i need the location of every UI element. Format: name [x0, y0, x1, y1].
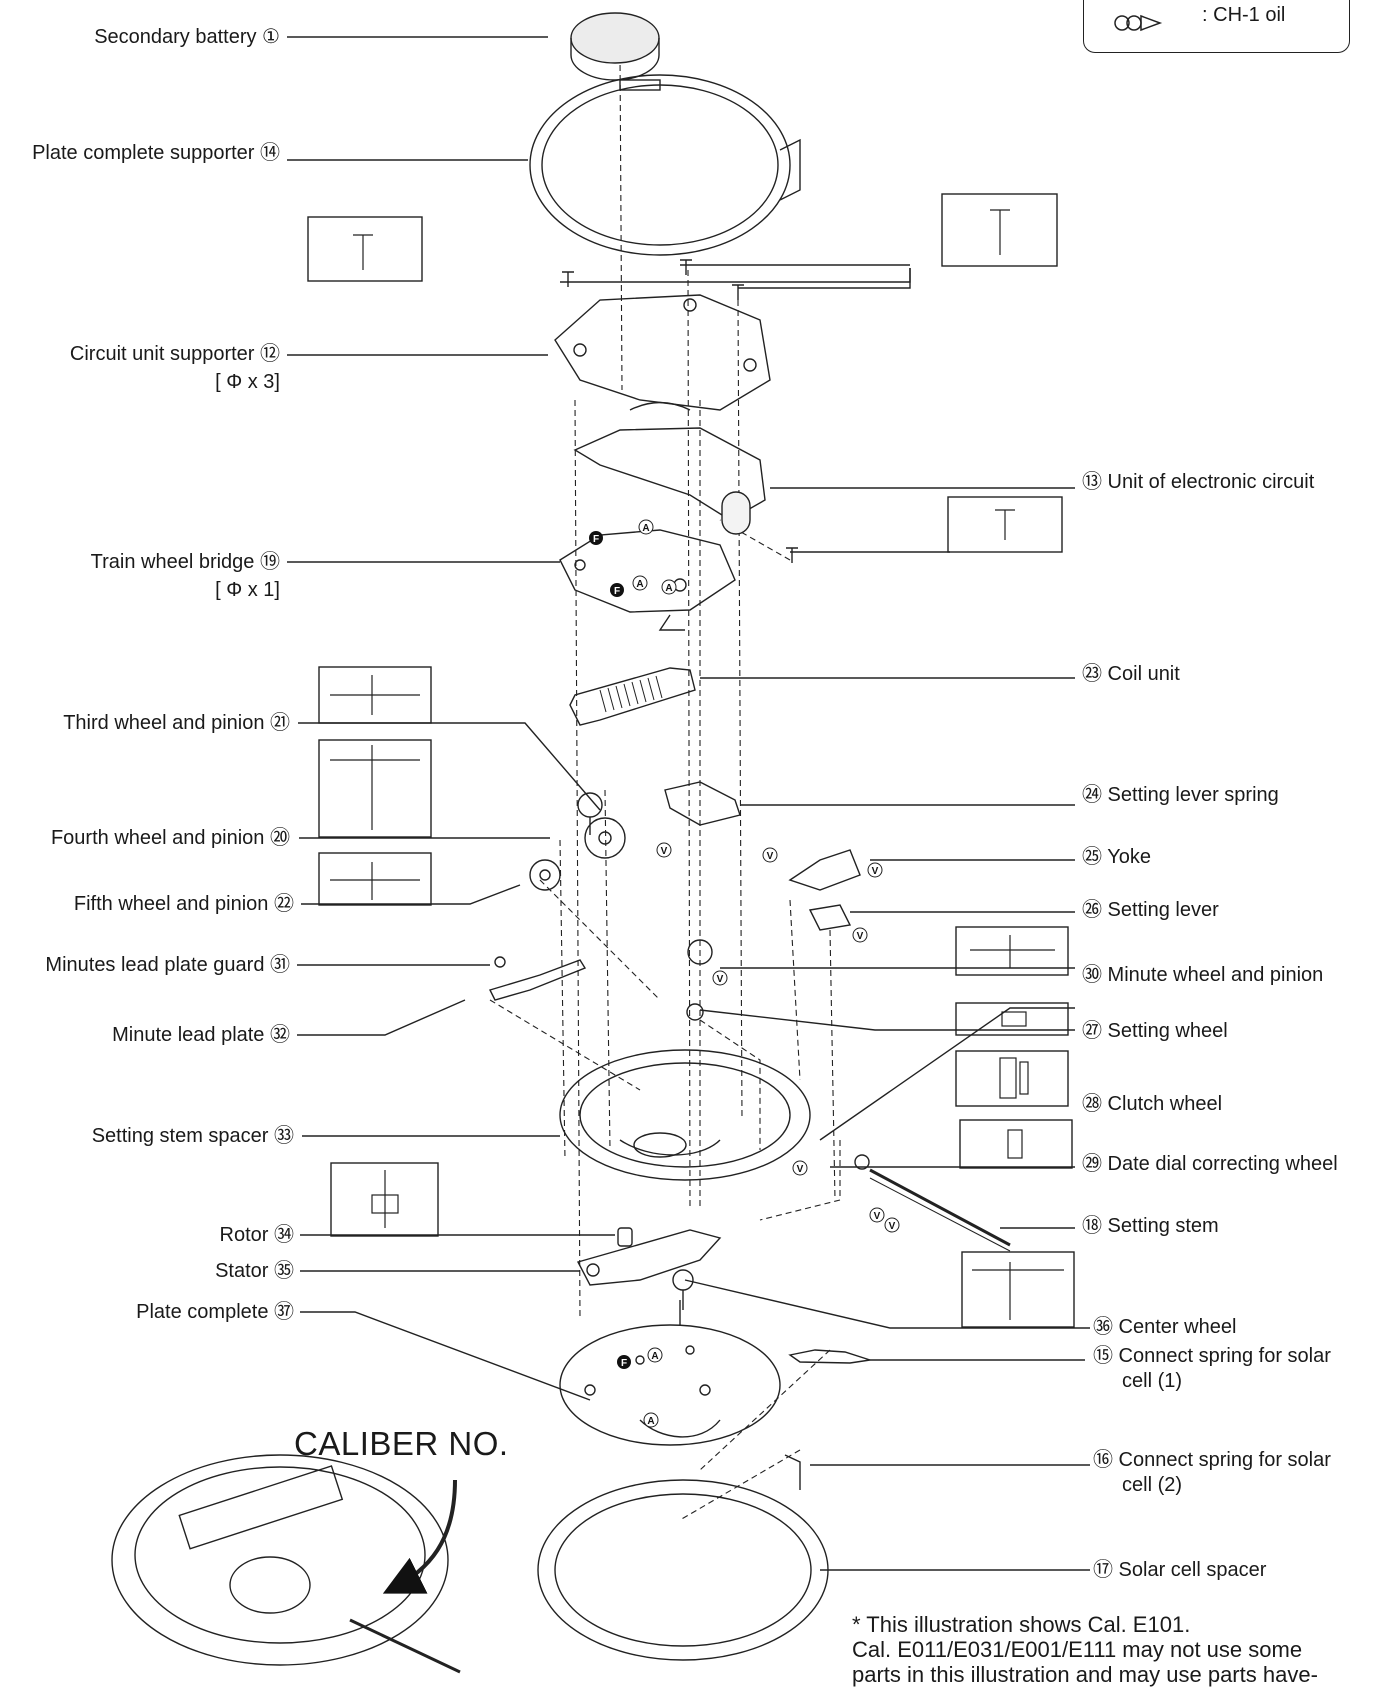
- oil-marker-a-letter: A: [647, 1416, 654, 1427]
- plate-complete-part: [559, 1300, 781, 1446]
- label-fourth-wheel: Fourth wheel and pinion ⑳: [50, 827, 290, 849]
- connect-spring-parts: [784, 1349, 871, 1490]
- plate-complete-supporter-part: [529, 74, 801, 256]
- oil-marker-v-letter: V: [797, 1164, 804, 1175]
- footnote-line-2: Cal. E011/E031/E001/E111 may not use som…: [852, 1637, 1303, 1662]
- oil-marker-a-letter: A: [651, 1351, 658, 1362]
- label-setting-stem: ⑱ Setting stem: [1082, 1215, 1219, 1237]
- oil-marker-v-letter: V: [767, 851, 774, 862]
- label-clutch-wheel: ㉘ Clutch wheel: [1082, 1093, 1223, 1115]
- label-coil-unit: ㉓ Coil unit: [1082, 663, 1180, 685]
- oil-marker-v-letter: V: [717, 974, 724, 985]
- leader-lines-right: [560, 264, 1090, 1571]
- label-setting-wheel: ㉗ Setting wheel: [1082, 1020, 1228, 1042]
- wheel-parts: [529, 792, 870, 1170]
- circuit-unit-supporter-part: [554, 294, 771, 411]
- label-connect-spring-2: ⑯ Connect spring for solar: [1093, 1449, 1331, 1471]
- label-minute-lead-plate: Minute lead plate ㉜: [112, 1024, 290, 1046]
- label-rotor: Rotor ㉞: [219, 1224, 294, 1246]
- oil-marker-a-letter: A: [665, 583, 672, 594]
- label-train-wheel-bridge: Train wheel bridge ⑲: [90, 551, 280, 573]
- label-plate-complete-supporter: Plate complete supporter ⑭: [32, 142, 280, 164]
- label-setting-lever: ㉖ Setting lever: [1082, 899, 1219, 921]
- oil-marker-v-letter: V: [872, 866, 879, 877]
- label-train-wheel-bridge-screws: [ Φ x 1]: [215, 579, 280, 601]
- label-third-wheel: Third wheel and pinion ㉑: [63, 712, 290, 734]
- label-fifth-wheel: Fifth wheel and pinion ㉒: [73, 893, 294, 915]
- setting-stem-part: [869, 1168, 1011, 1252]
- label-connect-spring-1: ⑮ Connect spring for solar: [1093, 1345, 1331, 1367]
- legend-box: : CH-1 oil: [1083, 0, 1350, 53]
- label-circuit-unit-supporter-screws: [ Φ x 3]: [215, 371, 280, 393]
- caliber-no-label: CALIBER NO.: [294, 1425, 509, 1462]
- label-unit-electronic-circuit: ⑬ Unit of electronic circuit: [1082, 471, 1315, 493]
- oil-marker-v-letter: V: [889, 1221, 896, 1232]
- lever-parts: [489, 781, 861, 1001]
- secondary-battery-part: [570, 12, 660, 81]
- oil-marker-f: F F F: [589, 531, 631, 1369]
- caliber-arrow: [382, 1479, 457, 1594]
- label-yoke: ㉕ Yoke: [1082, 846, 1151, 868]
- rotor-stator-part: [576, 1227, 722, 1310]
- label-minutes-lead-plate-guard: Minutes lead plate guard ㉛: [45, 954, 290, 976]
- inset-boxes: [307, 193, 1075, 1328]
- label-plate-complete: Plate complete ㊲: [136, 1301, 294, 1323]
- oil-marker-f-letter: F: [593, 534, 599, 545]
- assembly-guides: [489, 54, 841, 1521]
- coil-unit-part: [569, 667, 696, 726]
- oil-marker-f-letter: F: [614, 586, 620, 597]
- train-wheel-bridge-part: [559, 529, 736, 631]
- inset-part-sketches: [330, 209, 1064, 1320]
- label-date-dial-correcting-wheel: ㉙ Date dial correcting wheel: [1082, 1153, 1338, 1175]
- footnote-line-1: * This illustration shows Cal. E101.: [852, 1612, 1191, 1637]
- label-minute-wheel: ㉚ Minute wheel and pinion: [1082, 964, 1324, 986]
- oil-marker-f-letter: F: [621, 1358, 627, 1369]
- label-circuit-unit-supporter: Circuit unit supporter ⑫: [69, 343, 280, 365]
- oil-marker-a-letter: A: [642, 523, 649, 534]
- label-secondary-battery: Secondary battery ①: [94, 26, 280, 48]
- setting-stem-spacer-part: [559, 1049, 811, 1181]
- label-center-wheel: ㊱ Center wheel: [1093, 1316, 1237, 1338]
- label-connect-spring-1-line2: cell (1): [1122, 1370, 1183, 1392]
- leader-lines-left: [287, 36, 615, 1401]
- footnote: * This illustration shows Cal. E101. Cal…: [852, 1612, 1318, 1687]
- label-setting-lever-spring: ㉔ Setting lever spring: [1082, 784, 1279, 806]
- solar-cell-spacer-part: [537, 1479, 829, 1661]
- oil-marker-a-letter: A: [636, 579, 643, 590]
- oil-dropper-icon: [1114, 14, 1163, 32]
- caliber-movement-view: [111, 1454, 461, 1674]
- oil-marker-a: A A A A A: [632, 519, 677, 1428]
- screws: [562, 259, 798, 563]
- oil-marker-v-letter: V: [857, 931, 864, 942]
- oil-marker-v-letter: V: [874, 1211, 881, 1222]
- label-connect-spring-2-line2: cell (2): [1122, 1474, 1183, 1496]
- oil-marker-v-letter: V: [661, 846, 668, 857]
- label-setting-stem-spacer: Setting stem spacer ㉝: [91, 1125, 294, 1147]
- label-solar-cell-spacer: ⑰ Solar cell spacer: [1093, 1559, 1267, 1581]
- legend-text: : CH-1 oil: [1202, 4, 1286, 26]
- electronic-circuit-part: [573, 427, 766, 535]
- label-stator: Stator ㉟: [215, 1260, 294, 1282]
